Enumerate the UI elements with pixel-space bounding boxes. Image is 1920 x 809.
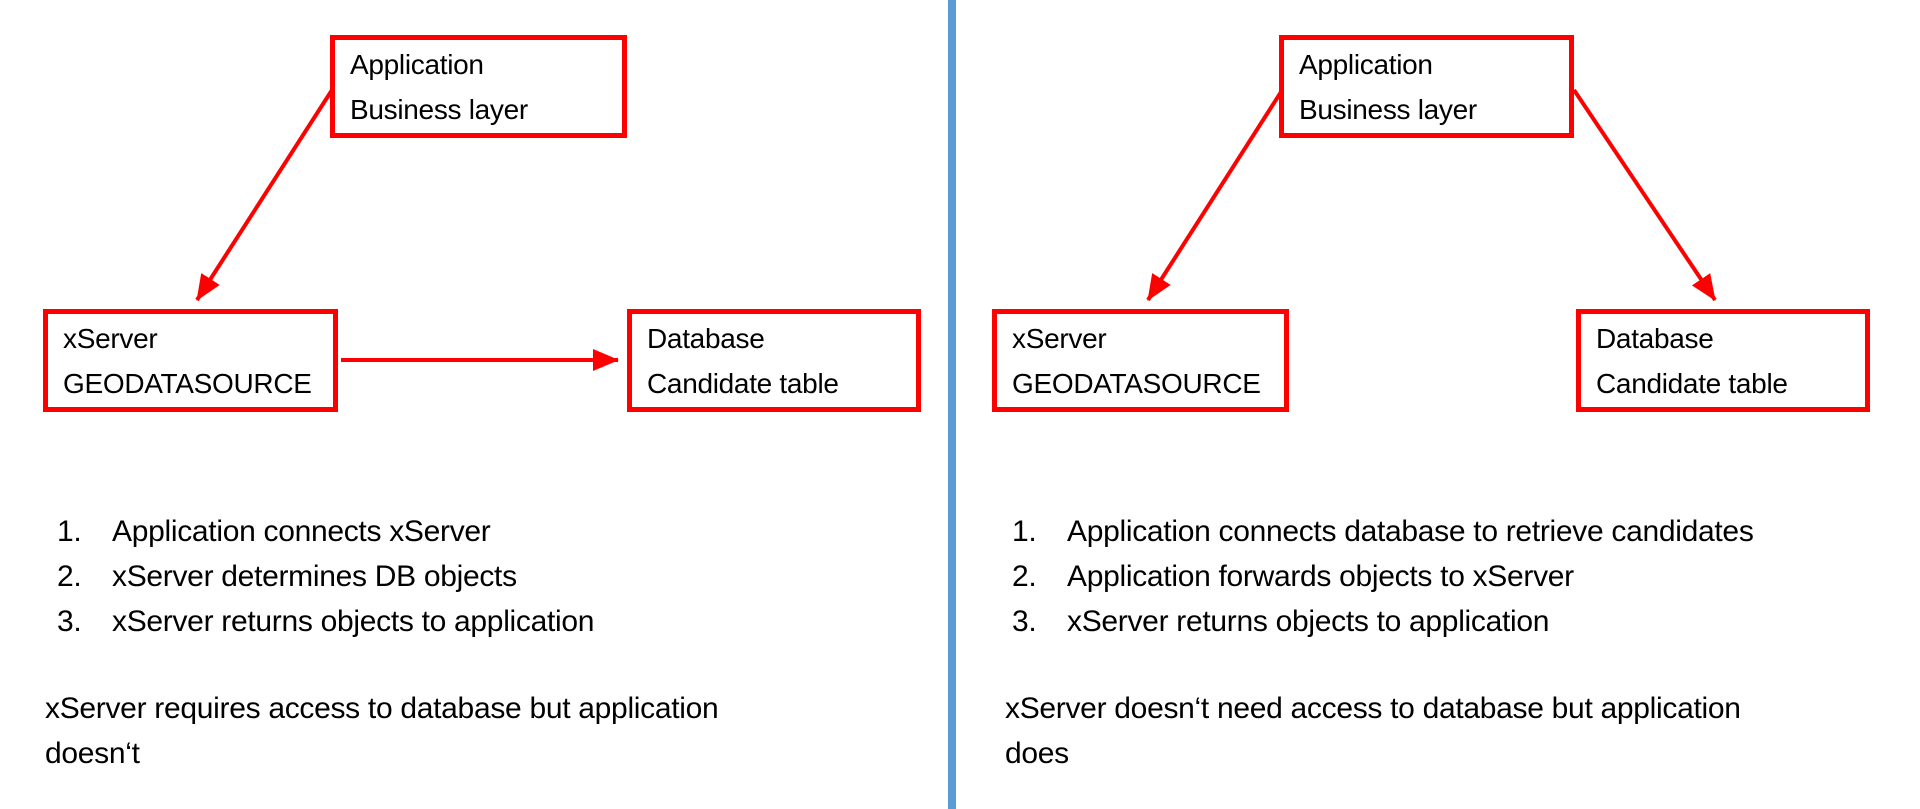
list-item: 3. xServer returns objects to applicatio… (57, 599, 594, 644)
list-item: 1. Application connects database to retr… (1012, 509, 1754, 554)
list-item: 3. xServer returns objects to applicatio… (1012, 599, 1754, 644)
right-steps-list: 1. Application connects database to retr… (1012, 509, 1754, 644)
right-database-candidate-table-box: Database Candidate table (1576, 309, 1870, 412)
left-application-business-layer-box: Application Business layer (330, 35, 627, 138)
left-xserver-geodatasource-box: xServer GEODATASOURCE (43, 309, 338, 412)
list-item: 1. Application connects xServer (57, 509, 594, 554)
right-arrow-application-to-database (1572, 88, 1717, 302)
list-item: 2. Application forwards objects to xServ… (1012, 554, 1754, 599)
right-xserver-geodatasource-box: xServer GEODATASOURCE (992, 309, 1289, 412)
list-item-number: 2. (1012, 560, 1037, 593)
list-item-number: 1. (1012, 515, 1037, 548)
list-item-text: Application connects xServer (112, 515, 491, 548)
list-item-text: xServer returns objects to application (112, 605, 595, 638)
list-item-number: 3. (57, 605, 82, 638)
list-item-number: 1. (57, 515, 82, 548)
right-note: xServer doesn‘t need access to database … (1005, 692, 1741, 770)
left-steps-list: 1. Application connects xServer 2. xServ… (57, 509, 594, 644)
left-arrow-application-to-xserver (195, 88, 334, 302)
list-item-text: Application connects database to retriev… (1067, 515, 1754, 548)
list-item: 2. xServer determines DB objects (57, 554, 594, 599)
list-item-text: xServer determines DB objects (112, 560, 517, 593)
left-database-candidate-table-box: Database Candidate table (627, 309, 921, 412)
list-item-number: 2. (57, 560, 82, 593)
list-item-text: Application forwards objects to xServer (1067, 560, 1574, 593)
list-item-number: 3. (1012, 605, 1037, 638)
panel-divider-line (948, 0, 956, 809)
left-note: xServer requires access to database but … (45, 692, 719, 770)
right-arrow-application-to-xserver (1146, 90, 1283, 302)
list-item-text: xServer returns objects to application (1067, 605, 1550, 638)
right-application-business-layer-box: Application Business layer (1279, 35, 1574, 138)
